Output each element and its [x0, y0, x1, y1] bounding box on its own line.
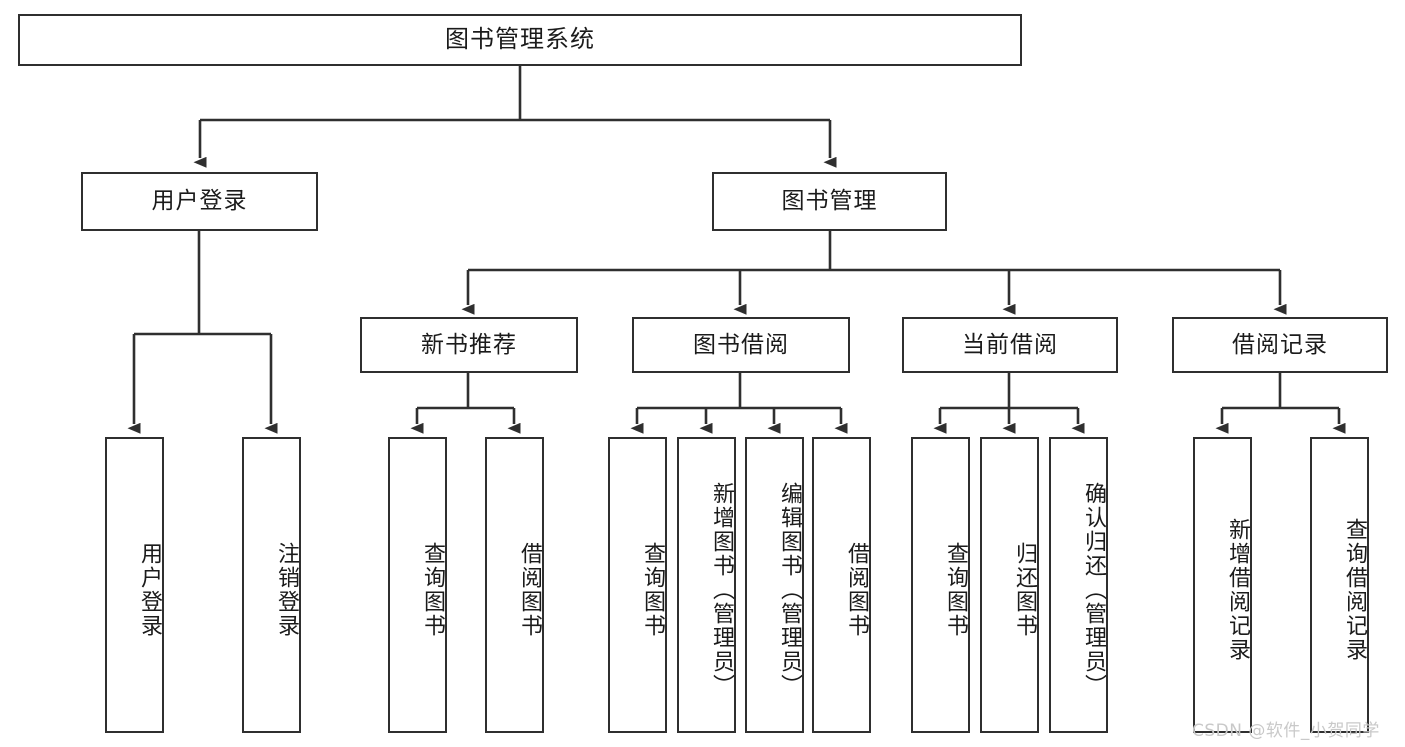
leaf-user-login-logout[interactable]: 注销登录: [242, 437, 301, 733]
leaf-new-book-query[interactable]: 查询图书: [388, 437, 447, 733]
leaf-record-query-record[interactable]: 查询借阅记录: [1310, 437, 1369, 733]
leaf-label: 新增图书（管理员）: [709, 482, 734, 698]
leaf-current-query-book[interactable]: 查询图书: [911, 437, 970, 733]
leaf-label: 注销登录: [274, 542, 299, 638]
leaf-label: 新增借阅记录: [1225, 518, 1250, 662]
node-current-borrow[interactable]: 当前借阅: [902, 317, 1118, 373]
leaf-borrow-query-book[interactable]: 查询图书: [608, 437, 667, 733]
node-new-book-recommend[interactable]: 新书推荐: [360, 317, 578, 373]
leaf-label: 查询图书: [420, 542, 445, 638]
leaf-label: 确认归还（管理员）: [1081, 482, 1106, 698]
leaf-record-add-record[interactable]: 新增借阅记录: [1193, 437, 1252, 733]
node-borrow-record[interactable]: 借阅记录: [1172, 317, 1388, 373]
node-user-login[interactable]: 用户登录: [81, 172, 318, 231]
watermark-text: CSDN @软件_小贺同学: [1192, 721, 1380, 741]
leaf-borrow-borrow-book[interactable]: 借阅图书: [812, 437, 871, 733]
leaf-label: 借阅图书: [517, 542, 542, 638]
leaf-label: 借阅图书: [844, 542, 869, 638]
leaf-label: 查询借阅记录: [1342, 518, 1367, 662]
node-root-system[interactable]: 图书管理系统: [18, 14, 1022, 66]
leaf-user-login-signin[interactable]: 用户登录: [105, 437, 164, 733]
node-book-management[interactable]: 图书管理: [712, 172, 947, 231]
leaf-label: 查询图书: [943, 542, 968, 638]
leaf-borrow-add-book-admin[interactable]: 新增图书（管理员）: [677, 437, 736, 733]
leaf-current-confirm-return-admin[interactable]: 确认归还（管理员）: [1049, 437, 1108, 733]
leaf-current-return-book[interactable]: 归还图书: [980, 437, 1039, 733]
leaf-label: 查询图书: [640, 542, 665, 638]
leaf-label: 归还图书: [1012, 542, 1037, 638]
leaf-label: 用户登录: [137, 542, 162, 638]
leaf-label: 编辑图书（管理员）: [777, 482, 802, 698]
leaf-borrow-edit-book-admin[interactable]: 编辑图书（管理员）: [745, 437, 804, 733]
node-book-borrow[interactable]: 图书借阅: [632, 317, 850, 373]
leaf-new-book-borrow[interactable]: 借阅图书: [485, 437, 544, 733]
